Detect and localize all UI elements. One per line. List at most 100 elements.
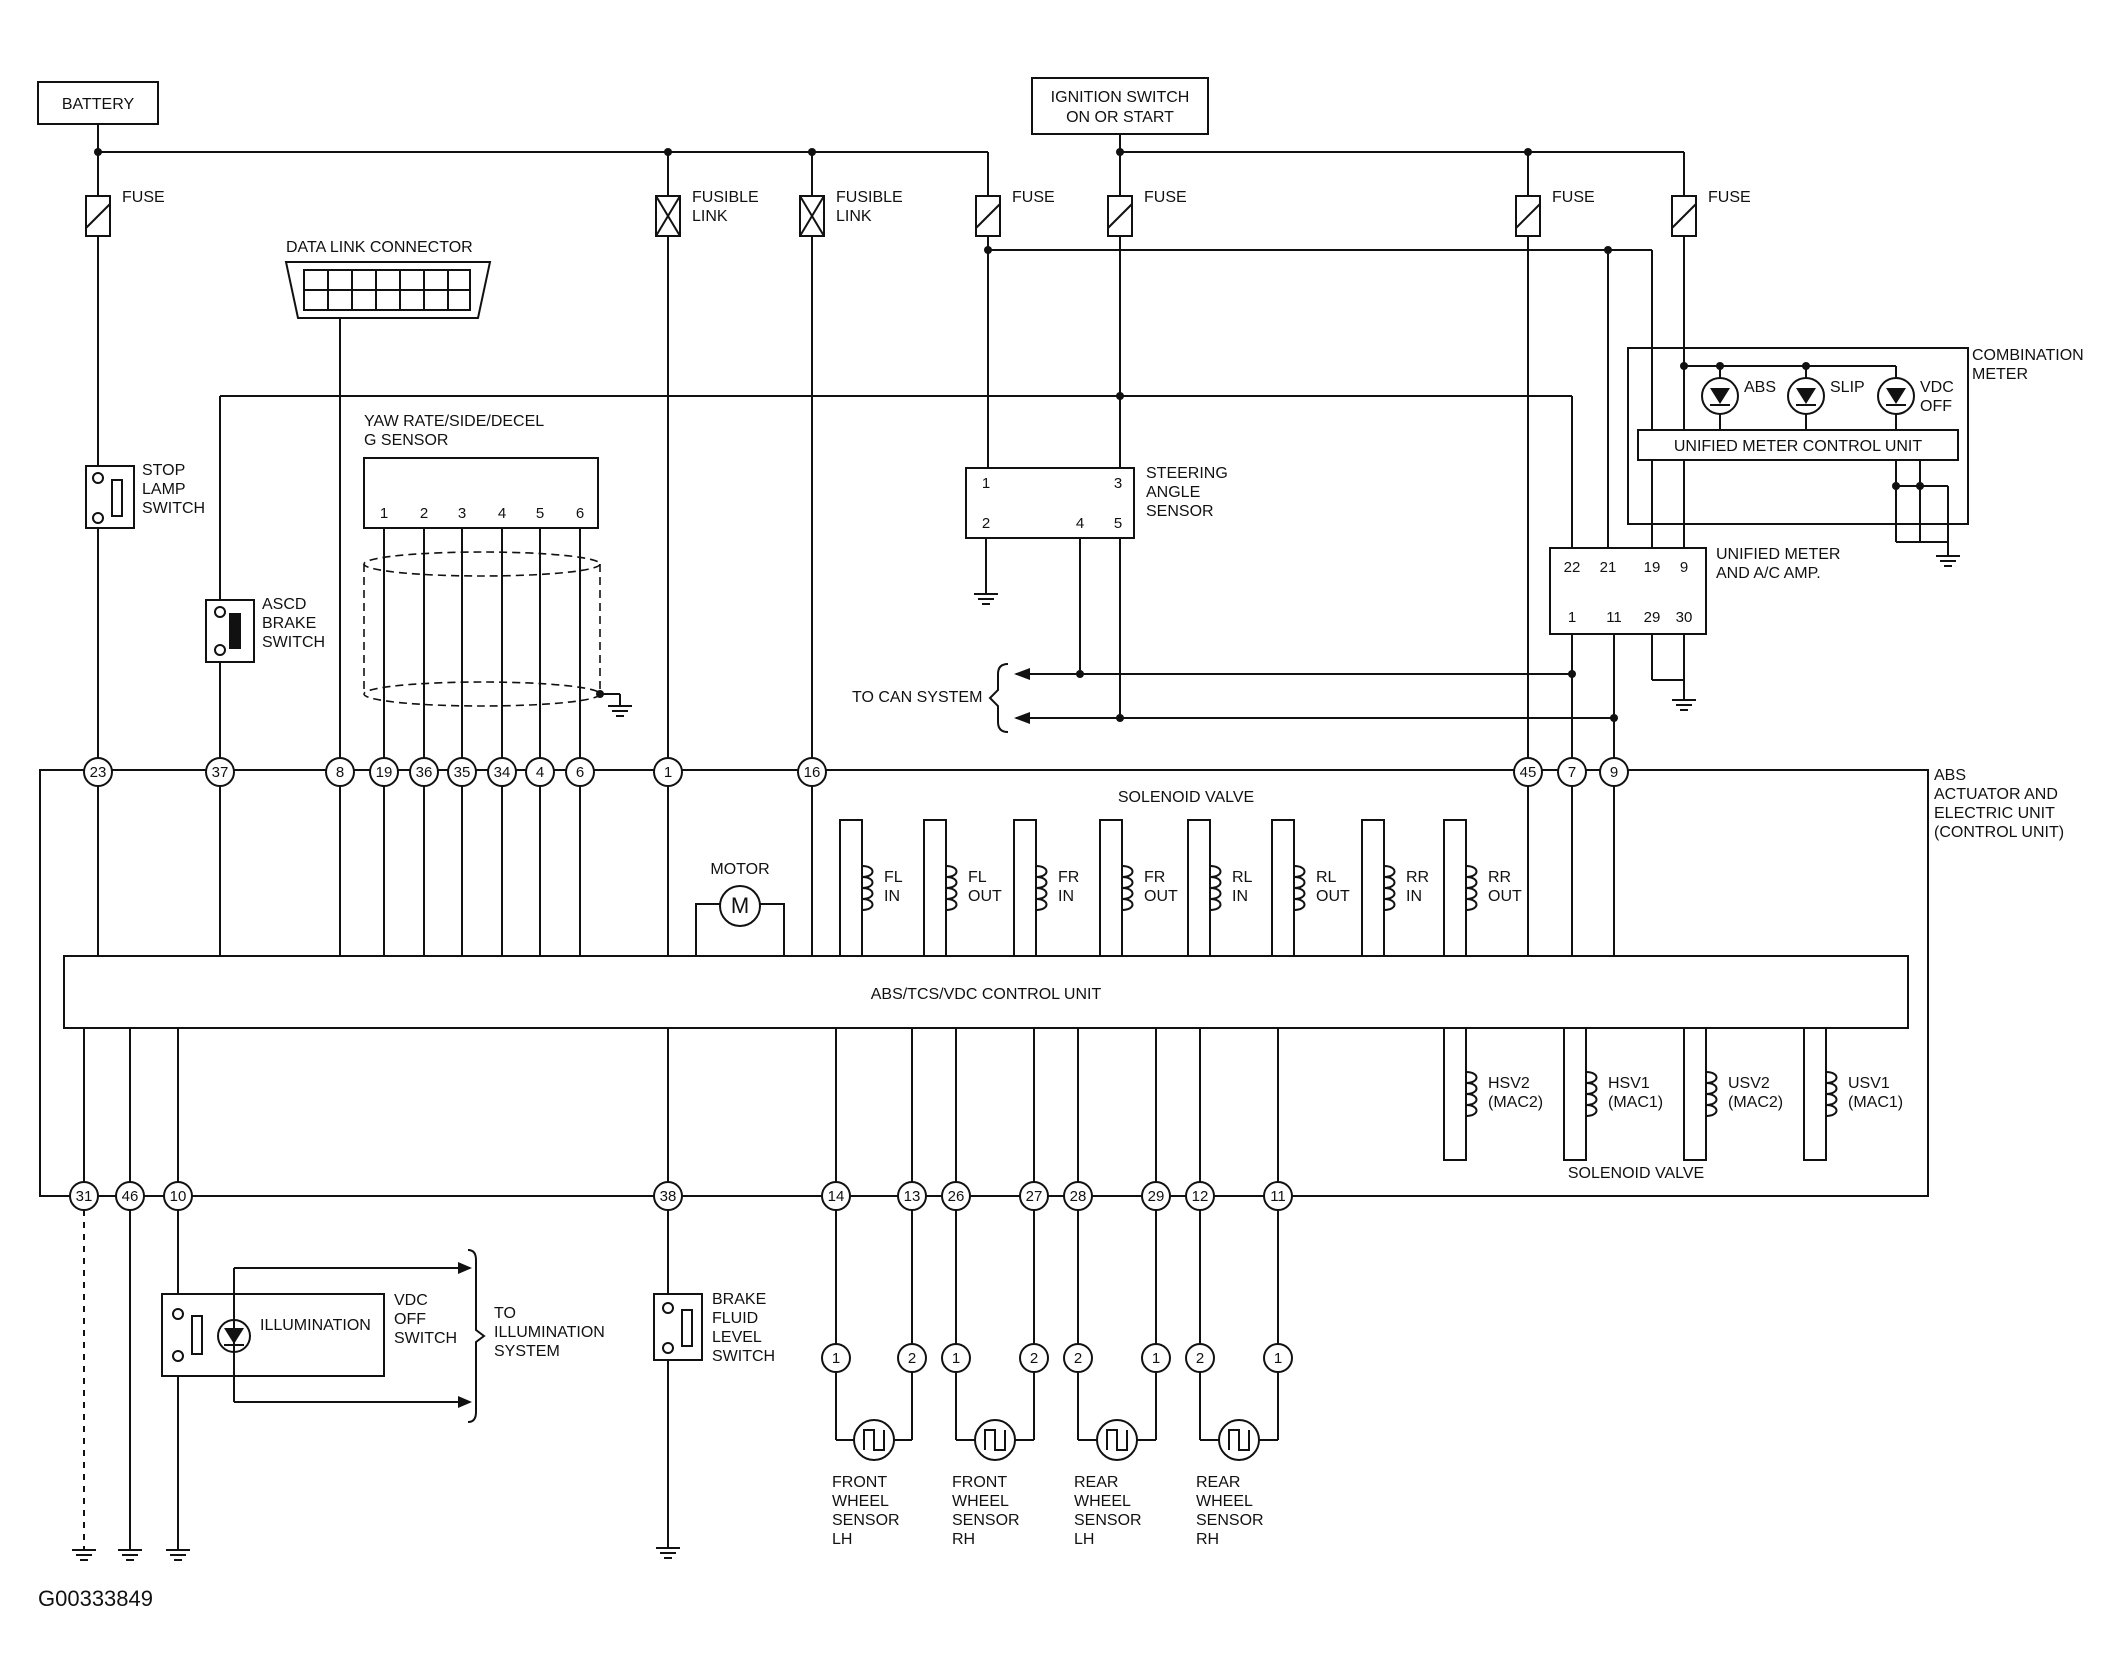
bottom-terminal-9: 29 [1141,1181,1171,1211]
svg-text:FLUID: FLUID [712,1310,758,1327]
svg-text:FUSE: FUSE [1012,189,1055,206]
top-terminal-10: 16 [797,757,827,787]
bottom-terminal-8: 28 [1063,1181,1093,1211]
wheel-sensor-icon [1096,1419,1138,1461]
wheel-sensor-icon [974,1419,1016,1461]
svg-text:6: 6 [576,505,584,522]
svg-text:29: 29 [1644,609,1661,626]
fuse-ignition-3: FUSE [1671,189,1751,237]
top-terminal-4-label: 36 [416,764,433,781]
bottom-terminal-4: 14 [821,1181,851,1211]
svg-text:FR: FR [1058,869,1079,886]
top-terminal-10-label: 16 [804,764,821,781]
bottom-terminal-0-label: 31 [76,1188,93,1205]
ignition-switch-box: IGNITION SWITCH ON OR START [1031,77,1209,135]
bottom-terminal-11: 11 [1263,1181,1293,1211]
valve-bottom-0: HSV2(MAC2) [1443,1027,1543,1161]
bottom-terminal-5: 13 [897,1181,927,1211]
svg-text:9: 9 [1680,559,1688,576]
svg-text:FUSE: FUSE [1144,189,1187,206]
top-terminal-7-label: 4 [536,764,544,781]
svg-text:21: 21 [1600,559,1617,576]
svg-text:BRAKE: BRAKE [712,1291,766,1308]
bottom-terminal-1-label: 46 [122,1188,139,1205]
top-terminal-5-label: 35 [454,764,471,781]
svg-text:ABS: ABS [1934,767,1966,784]
svg-text:LH: LH [1074,1531,1094,1548]
fuse-steering: FUSE [975,189,1055,237]
svg-text:2: 2 [1196,1350,1204,1367]
combination-meter: COMBINATION METER ABS SLIP VDC OFF [1627,347,2084,567]
top-terminal-5: 35 [447,757,477,787]
svg-text:OUT: OUT [968,888,1002,905]
top-terminal-6-label: 34 [494,764,511,781]
bottom-terminal-7-label: 27 [1026,1188,1043,1205]
svg-text:SENSOR: SENSOR [832,1512,900,1529]
svg-text:5: 5 [536,505,544,522]
valve-bottom-1: HSV1(MAC1) [1563,1027,1663,1161]
svg-text:SYSTEM: SYSTEM [494,1343,560,1360]
bottom-terminal-1: 46 [115,1181,145,1211]
vdc-off-switch: ILLUMINATION VDC OFF SWITCH TO ILLUMINAT… [161,1249,605,1423]
svg-text:WHEEL: WHEEL [952,1493,1009,1510]
svg-text:RR: RR [1488,869,1511,886]
svg-text:UNIFIED METER: UNIFIED METER [1716,546,1840,563]
stop-lamp-switch: STOP LAMP SWITCH [85,462,205,758]
top-terminal-3: 19 [369,757,399,787]
bottom-terminal-3-label: 38 [660,1188,677,1205]
svg-text:IN: IN [1232,888,1248,905]
svg-text:OUT: OUT [1144,888,1178,905]
svg-text:SOLENOID VALVE: SOLENOID VALVE [1118,789,1254,806]
svg-text:IN: IN [1058,888,1074,905]
svg-text:RR: RR [1406,869,1429,886]
svg-text:SENSOR: SENSOR [952,1512,1020,1529]
motor-icon: M [731,893,749,918]
svg-text:SLIP: SLIP [1830,379,1865,396]
top-terminal-11-label: 45 [1520,764,1537,781]
top-terminal-4: 36 [409,757,439,787]
top-terminal-13-label: 9 [1610,764,1618,781]
top-terminal-2-label: 8 [336,764,344,781]
svg-text:SWITCH: SWITCH [142,500,205,517]
svg-text:OFF: OFF [1920,398,1952,415]
bottom-terminal-2-label: 10 [170,1188,187,1205]
unit-to-bottom-wires [83,1028,1279,1182]
svg-text:DATA LINK CONNECTOR: DATA LINK CONNECTOR [286,239,473,256]
wheel-sensor-icon [853,1419,895,1461]
figure-id: G00333849 [38,1586,153,1611]
bottom-terminal-5-label: 13 [904,1188,921,1205]
svg-text:VDC: VDC [394,1292,428,1309]
svg-text:ILLUMINATION: ILLUMINATION [494,1324,605,1341]
svg-text:FRONT: FRONT [832,1474,887,1491]
svg-text:ANGLE: ANGLE [1146,484,1200,501]
svg-text:HSV1: HSV1 [1608,1075,1650,1092]
yaw-rate-sensor: YAW RATE/SIDE/DECEL G SENSOR 1 2 3 4 5 6 [363,413,632,758]
svg-text:2: 2 [982,515,990,532]
svg-text:5: 5 [1114,515,1122,532]
top-terminal-0-label: 23 [90,764,107,781]
svg-text:USV1: USV1 [1848,1075,1890,1092]
svg-text:WHEEL: WHEEL [832,1493,889,1510]
svg-text:FUSE: FUSE [122,189,165,206]
bottom-terminal-10-label: 12 [1192,1188,1209,1205]
svg-text:COMBINATION: COMBINATION [1972,347,2084,364]
svg-text:HSV2: HSV2 [1488,1075,1530,1092]
top-terminal-3-label: 19 [376,764,393,781]
svg-text:WHEEL: WHEEL [1074,1493,1131,1510]
svg-text:LH: LH [832,1531,852,1548]
wheel-sensor-icon [1218,1419,1260,1461]
steering-angle-sensor: 1 3 2 4 5 STEERING ANGLE SENSOR [965,465,1228,718]
svg-text:OUT: OUT [1488,888,1522,905]
top-terminal-8: 6 [565,757,595,787]
ignition-label-1: IGNITION SWITCH [1051,89,1190,106]
top-terminal-7: 4 [525,757,555,787]
solenoid-valves-top: SOLENOID VALVE FLINFLOUTFRINFROUTRLINRLO… [839,789,1522,957]
